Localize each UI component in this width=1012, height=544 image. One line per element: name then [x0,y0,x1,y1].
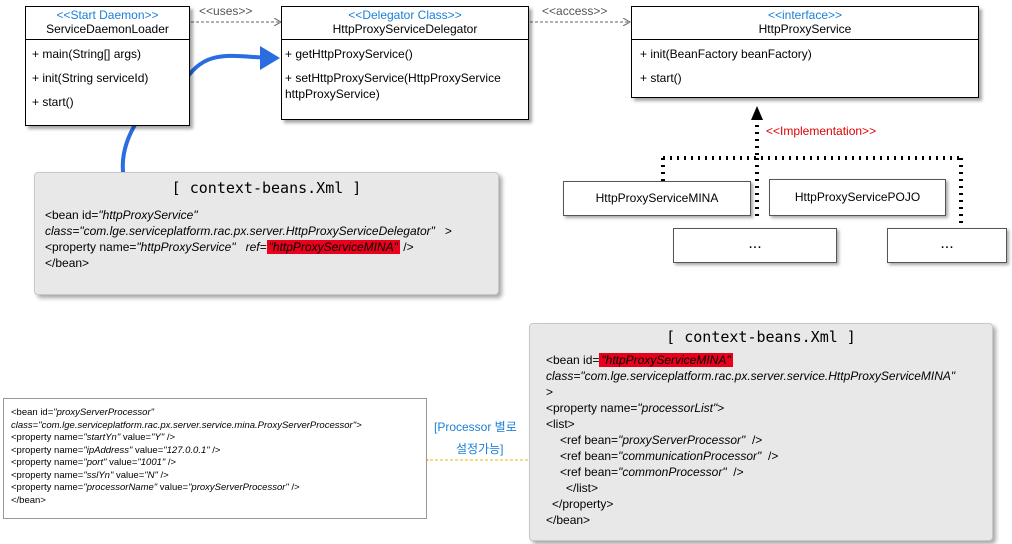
delegator-op-set: + setHttpProxyService(HttpProxyService h… [285,71,501,101]
bean-config-delegator: [ context-beans.Xml ] <bean id="httpProx… [34,172,499,295]
bean2-bean-close: </bean> [546,513,591,527]
implementation-label: <<Implementation>> [766,124,877,138]
loader-operations: + main(String[] args) + init(String serv… [26,40,189,118]
loader-to-delegator-arrow [181,45,280,85]
bean3-l4c: value= [135,444,164,456]
processor-note-line1: [Processor 별로 [434,420,517,434]
bean1-l3e: /> [403,240,414,254]
bean1-l3a: <property name= [45,240,137,254]
interface-stereotype: <<interface>> [767,8,843,22]
bean1-ref-value: "httpProxyServiceMINA" [266,240,400,254]
bean-config-mina: [ context-beans.Xml ] <bean id="httpProx… [529,323,993,541]
interface-operations: + init(BeanFactory beanFactory) + start(… [632,40,978,92]
delegator-op-get: + getHttpProxyService() [285,47,413,61]
impl-box-more-1[interactable]: ... [673,228,837,263]
impl-box-more-2[interactable]: ... [887,228,1007,263]
impl-box-mina[interactable]: HttpProxyServiceMINA [563,181,751,216]
impl-box-pojo[interactable]: HttpProxyServicePOJO [769,179,946,216]
bean2-l8c: /> [733,465,744,479]
bean1-id: "httpProxyService" [98,208,198,222]
bean3-l5c: value= [109,457,138,468]
loader-op-main: + main(String[] args) [32,47,142,61]
bean3-p3-name: "port" [83,457,107,468]
implementation-arrowhead [751,106,763,120]
bean3-p4-name: "sslYn" [83,469,114,481]
bean3-l7a: <property name= [11,482,84,493]
bean1-l1a: <bean id= [45,208,99,222]
bean2-l1a: <bean id= [546,353,600,367]
bean3-p1-name: "startYn" [83,432,121,443]
bean3-l6a: <property name= [11,469,84,481]
bean2-l7a: <ref bean= [560,449,619,463]
delegator-stereotype: <<Delegator Class>> [348,8,462,22]
bean2-l4a: <property name= [546,401,638,415]
bean-config-delegator-title: [ context-beans.Xml ] [171,179,362,197]
loader-class-name: ServiceDaemonLoader [46,22,169,36]
bean2-ref-1: "proxyServerProcessor" [618,433,746,447]
loader-class-header: <<Start Daemon>> ServiceDaemonLoader [26,7,189,40]
bean1-prop-name: "httpProxyService" [136,240,236,254]
bean3-p1-value: "Y" [151,432,165,443]
delegator-class-name: HttpProxyServiceDelegator [332,22,478,36]
bean3-l1a: <bean id= [11,407,54,418]
bean2-property-close: </property> [552,497,614,511]
bean3-l7c: value= [159,482,189,493]
bean1-class: class="com.lge.serviceplatform.rac.px.se… [45,224,435,238]
bean3-l4e: /> [212,444,221,456]
bean2-prop-name: "processorList" [637,401,718,415]
bean2-l6c: /> [751,433,763,447]
bean3-l6c: value= [115,469,145,481]
loader-op-start: + start() [32,95,74,109]
bean2-list-close: </list> [566,481,599,495]
bean2-id: "httpProxyServiceMINA" [599,353,733,367]
bean3-l5e: /> [167,457,177,468]
bean2-l8a: <ref bean= [560,465,619,479]
delegator-class-box[interactable]: <<Delegator Class>> HttpProxyServiceDele… [281,6,529,120]
bean1-ref-label: ref= [245,240,267,254]
bean3-class: class="com.lge.serviceplatform.rac.px.se… [11,419,362,431]
processor-note: [Processor 별로 설정가능] [434,416,534,460]
interface-class-name: HttpProxyService [758,22,852,36]
access-label: <<access>> [542,4,608,18]
bean2-l7c: /> [767,449,779,463]
bean2-class: class="com.lge.serviceplatform.rac.px.se… [546,369,956,383]
delegator-operations: + getHttpProxyService() + setHttpProxySe… [282,40,528,104]
bean2-l6a: <ref bean= [560,433,619,447]
bean3-p4-value: "N" [144,469,158,481]
bean3-l5a: <property name= [11,457,84,468]
loader-stereotype: <<Start Daemon>> [56,8,159,22]
bean3-id: "proxyServerProcessor" [53,407,154,418]
bean-config-processor: <bean id="proxyServerProcessor" class="c… [3,398,427,519]
processor-note-line2: 설정가능] [456,442,504,456]
bean3-p5-name: "processorName" [83,482,158,493]
bean2-l3: > [546,385,554,399]
bean3-close: </bean> [11,494,46,506]
bean3-p2-value: "127.0.0.1" [163,444,210,456]
loader-op-init: + init(String serviceId) [32,71,149,85]
bean3-p5-value: "proxyServerProcessor" [188,482,289,493]
bean3-l4a: <property name= [11,444,84,456]
bean3-p2-name: "ipAddress" [83,444,133,456]
bean1-l2b: > [444,224,452,238]
bean3-l6e: /> [160,469,169,481]
bean1-close: </bean> [45,256,90,270]
implementation-tree [661,118,963,232]
uses-label: <<uses>> [199,4,253,18]
interface-class-box[interactable]: <<interface>> HttpProxyService + init(Be… [631,6,979,98]
bean2-list-open: <list> [546,417,575,431]
interface-op-init: + init(BeanFactory beanFactory) [640,47,812,61]
bean2-ref-2: "communicationProcessor" [618,449,762,463]
interface-op-start: + start() [640,71,682,85]
loader-class-box[interactable]: <<Start Daemon>> ServiceDaemonLoader + m… [25,6,190,126]
bean2-ref-3: "commonProcessor" [618,465,727,479]
interface-class-header: <<interface>> HttpProxyService [632,7,978,40]
bean3-l3a: <property name= [11,432,84,443]
bean3-l3c: value= [122,432,152,443]
bean3-l7e: /> [291,482,300,493]
bean-config-mina-title: [ context-beans.Xml ] [666,328,856,346]
bean3-p3-value: "1001" [137,457,166,468]
bean3-l3e: /> [166,432,176,443]
bean2-l4c: > [717,401,725,415]
delegator-class-header: <<Delegator Class>> HttpProxyServiceDele… [282,7,528,40]
